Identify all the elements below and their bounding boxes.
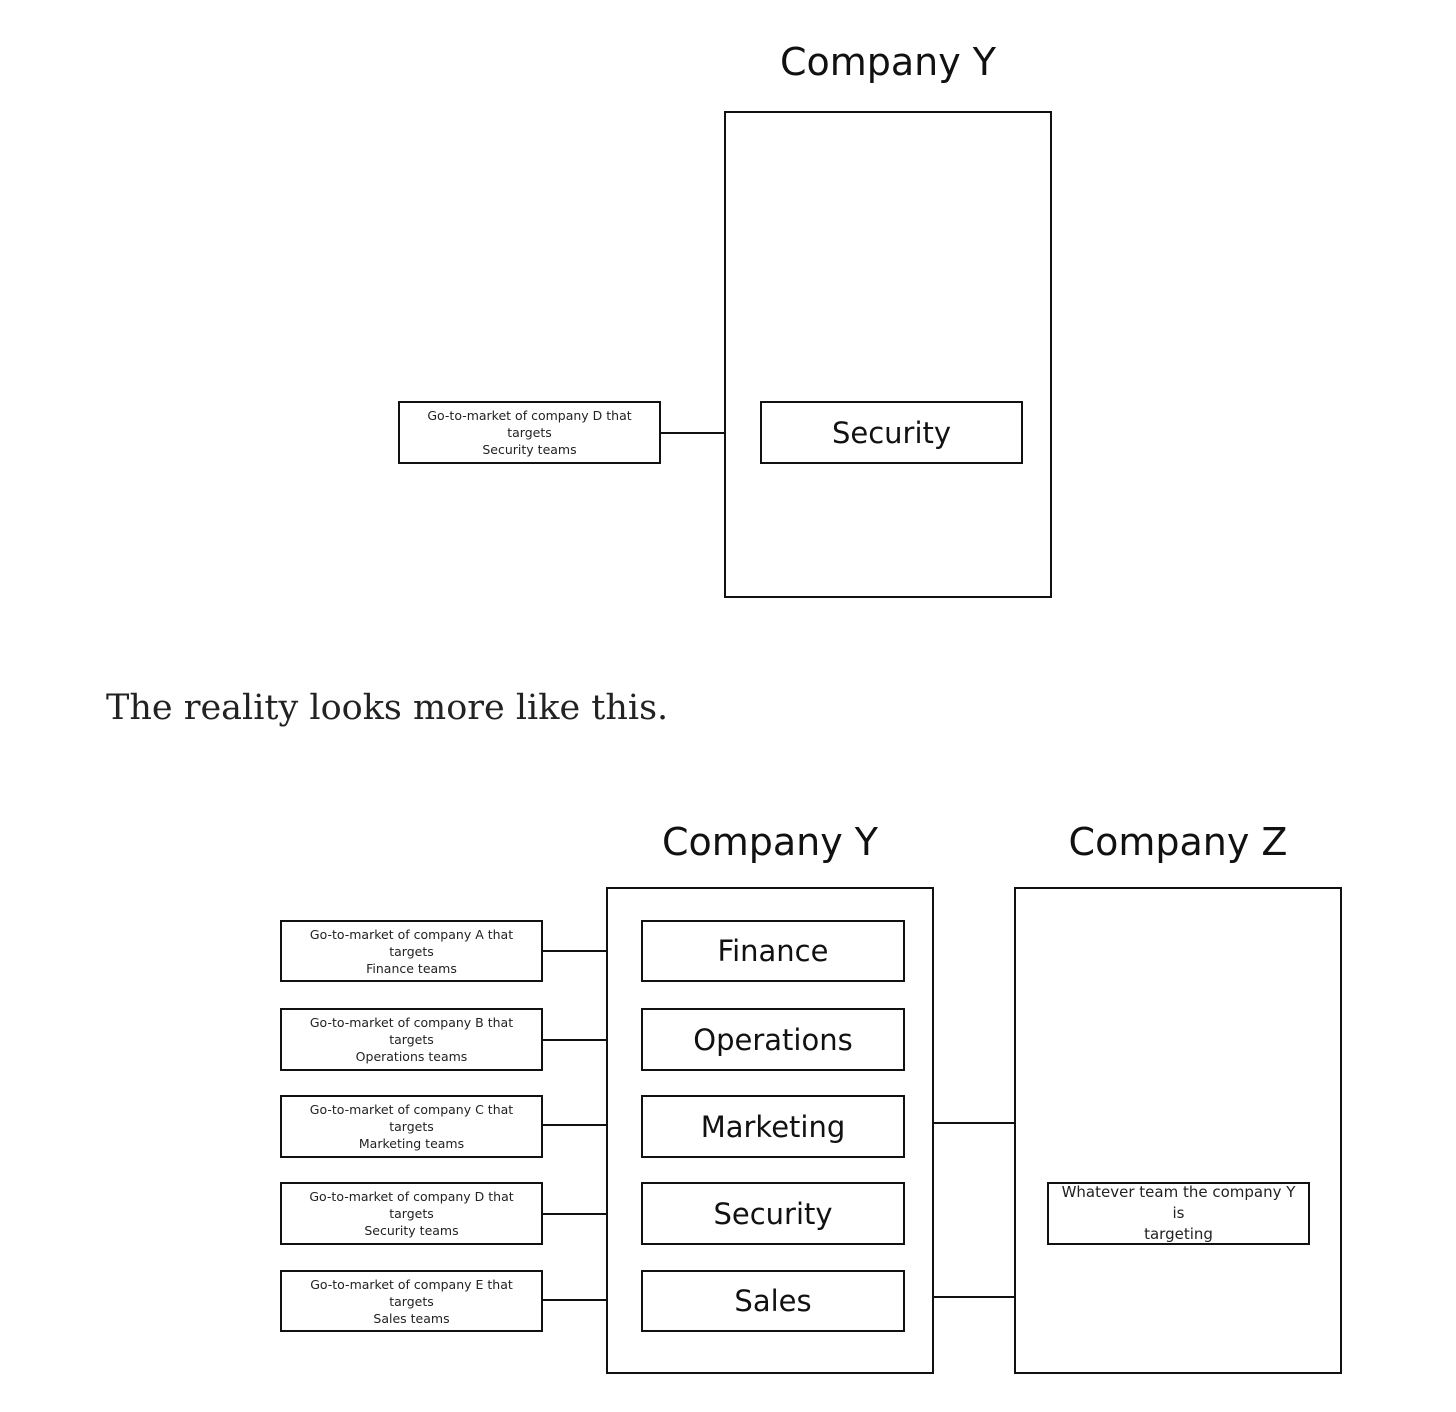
caption-text: The reality looks more like this. bbox=[106, 688, 669, 728]
gtm-box-company-d-top: Go-to-market of company D that targets S… bbox=[398, 401, 661, 464]
company-y-box-top bbox=[724, 111, 1052, 598]
gtm-box-company-a: Go-to-market of company A that targets F… bbox=[280, 920, 543, 982]
gtm-box-company-e: Go-to-market of company E that targets S… bbox=[280, 1270, 543, 1332]
department-marketing: Marketing bbox=[641, 1095, 905, 1158]
gtm-box-company-b: Go-to-market of company B that targets O… bbox=[280, 1008, 543, 1071]
gtm-box-company-d: Go-to-market of company D that targets S… bbox=[280, 1182, 543, 1245]
company-z-box bbox=[1014, 887, 1342, 1374]
gtm-box-company-c: Go-to-market of company C that targets M… bbox=[280, 1095, 543, 1158]
department-security-top: Security bbox=[760, 401, 1023, 464]
department-finance: Finance bbox=[641, 920, 905, 982]
company-z-title: Company Z bbox=[1068, 820, 1288, 864]
department-sales: Sales bbox=[641, 1270, 905, 1332]
target-team-box: Whatever team the company Y is targeting bbox=[1047, 1182, 1310, 1245]
company-y-title-top: Company Y bbox=[779, 40, 997, 84]
department-operations: Operations bbox=[641, 1008, 905, 1071]
department-security: Security bbox=[641, 1182, 905, 1245]
company-y-title: Company Y bbox=[661, 820, 879, 864]
